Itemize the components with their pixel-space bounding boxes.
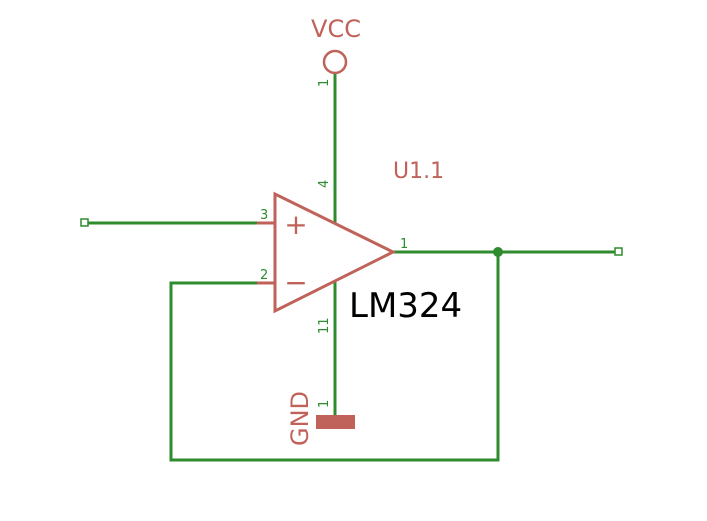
opamp-triangle-icon [273,191,397,314]
minus-symbol: − [284,266,307,299]
part-value: LM324 [349,286,462,326]
input-terminal[interactable] [80,218,89,227]
pin2-number: 2 [260,268,268,283]
ref-designator: U1.1 [393,159,444,184]
gnd-pin-number: 1 [317,400,332,408]
vcc-terminal-icon[interactable] [322,49,348,75]
gnd-symbol-icon[interactable] [316,415,355,429]
junction-dot [493,247,503,257]
vcc-pin-number: 1 [317,79,332,87]
wires [87,73,617,462]
output-terminal[interactable] [614,247,623,256]
pin11-number: 11 [317,317,332,334]
pin3-number: 3 [260,208,268,223]
pin4-number: 4 [317,180,332,188]
gnd-label: GND [286,391,314,446]
opamp-u1[interactable]: + − [257,191,397,314]
vcc-label: VCC [311,15,361,43]
feedback-wire [169,252,500,462]
plus-symbol: + [284,208,307,241]
pin1-output-number: 1 [400,237,408,252]
